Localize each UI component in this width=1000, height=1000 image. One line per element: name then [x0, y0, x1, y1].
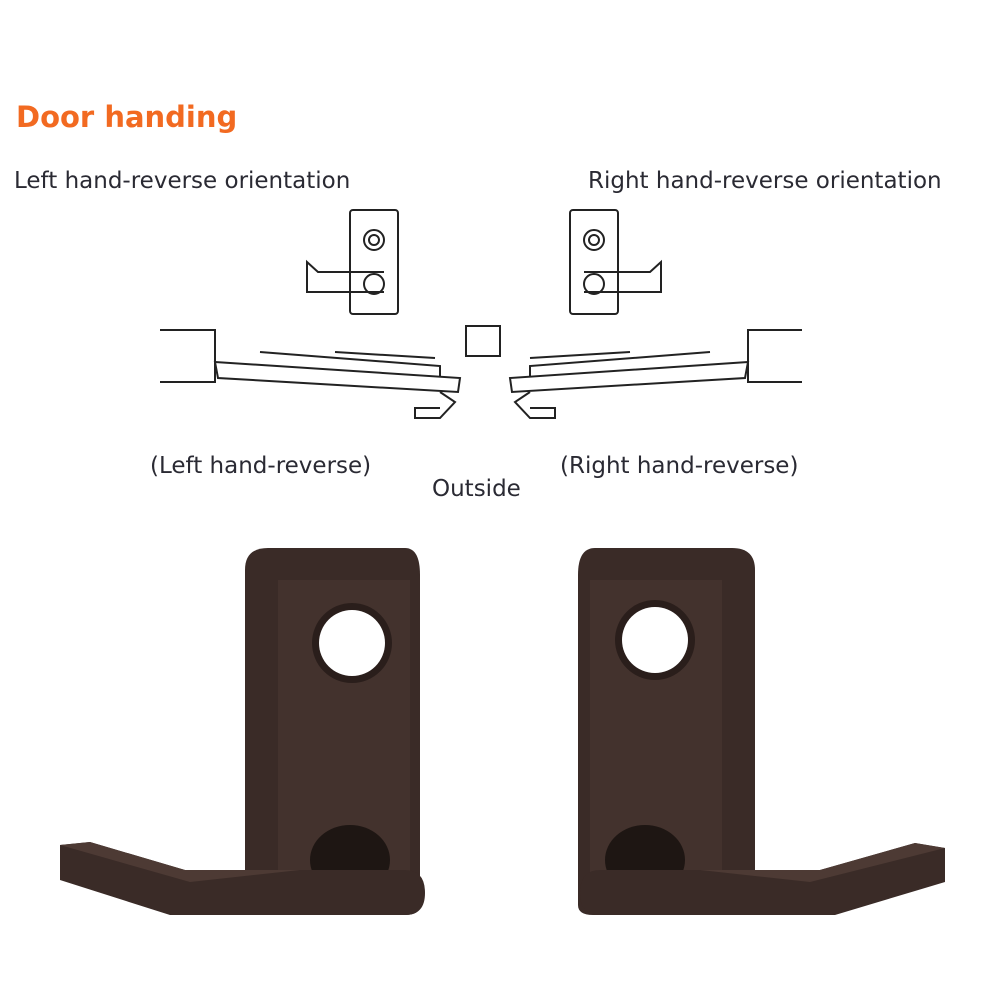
right-hand-reverse-trim-photo — [578, 548, 945, 915]
left-escutcheon-diagram — [306, 209, 399, 315]
outside-label: Outside — [432, 476, 521, 502]
right-door-plan — [508, 329, 802, 419]
left-hand-reverse-trim-photo — [60, 548, 425, 915]
left-orientation-heading: Left hand-reverse orientation — [14, 168, 351, 194]
section-title: Door handing — [16, 100, 238, 134]
left-hand-reverse-label: (Left hand-reverse) — [150, 453, 372, 479]
right-orientation-heading: Right hand-reverse orientation — [588, 168, 942, 194]
left-door-plan — [160, 329, 462, 419]
right-hand-reverse-label: (Right hand-reverse) — [560, 453, 799, 479]
right-escutcheon-diagram — [569, 209, 662, 315]
strike-icon — [465, 325, 501, 357]
